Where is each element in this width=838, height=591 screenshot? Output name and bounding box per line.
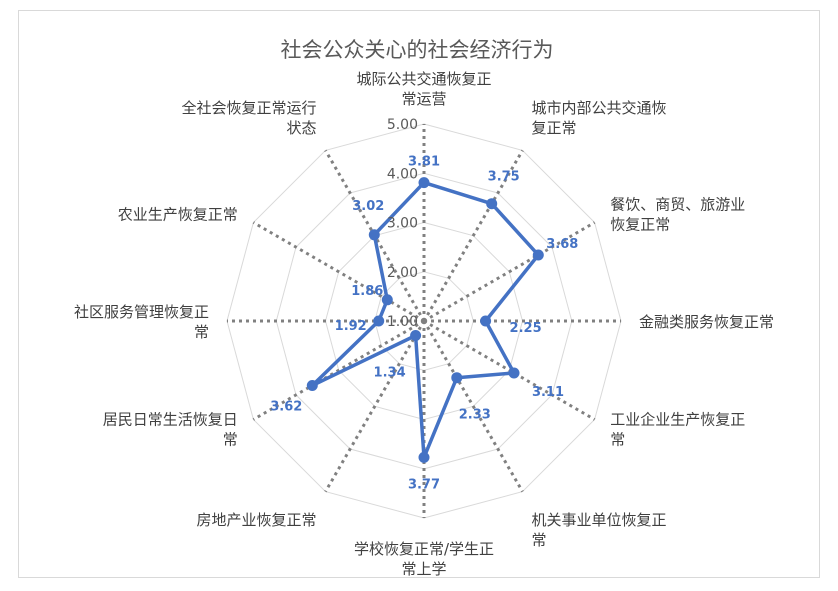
category-label-0: 城际公共交通恢复正常运营	[356, 70, 491, 108]
data-label-9: 1.92	[335, 319, 367, 334]
data-label-4: 3.11	[532, 385, 564, 400]
data-point-0	[418, 177, 430, 189]
category-label-6: 学校恢复正常/学生正常上学	[354, 540, 494, 578]
spoke-10	[252, 221, 425, 323]
radial-axis-ticks: 1.00 2.00 3.00 4.00 5.00	[387, 117, 418, 330]
category-label-2: 餐饮、商贸、旅游业恢复正常	[610, 196, 745, 234]
data-point-2	[532, 249, 544, 261]
spoke-8	[252, 319, 425, 421]
tick-label-1: 2.00	[387, 265, 418, 281]
category-labels: 城际公共交通恢复正常运营城市内部公共交通恢复正常餐饮、商贸、旅游业恢复正常金融类…	[74, 70, 774, 578]
category-label-5: 机关事业单位恢复正常	[532, 511, 667, 549]
chart-area: 社会公众关心的社会经济行为 1.00 2.00 3.00 4.00 5.00 城际公共交…	[18, 10, 820, 578]
data-label-8: 3.62	[270, 400, 302, 415]
tick-label-2: 3.00	[387, 216, 418, 232]
category-label-1: 城市内部公共交通恢复正常	[532, 99, 667, 137]
data-point-11	[368, 229, 380, 241]
category-label-10: 农业生产恢复正常	[118, 206, 238, 224]
spoke-7	[324, 320, 426, 493]
data-label-10: 1.86	[351, 284, 383, 299]
spoke-1	[422, 149, 524, 322]
category-label-9: 社区服务管理恢复正常	[74, 303, 209, 341]
data-label-3: 2.25	[510, 321, 542, 336]
data-label-7: 1.34	[374, 366, 406, 381]
data-label-5: 2.33	[459, 408, 491, 423]
data-point-3	[480, 315, 492, 327]
tick-label-0: 1.00	[387, 314, 418, 330]
data-point-9	[373, 315, 385, 327]
data-label-0: 3.81	[408, 155, 440, 170]
data-point-1	[486, 198, 498, 210]
data-point-8	[306, 380, 318, 391]
data-label-1: 3.75	[488, 170, 520, 185]
chart-title: 社会公众关心的社会经济行为	[281, 38, 554, 62]
category-label-8: 居民日常生活恢复日常	[103, 411, 238, 449]
spoke-2	[423, 221, 596, 323]
data-point-4	[508, 367, 520, 379]
tick-label-3: 4.00	[387, 166, 418, 182]
category-label-7: 房地产业恢复正常	[196, 511, 316, 529]
data-label-2: 3.68	[546, 237, 578, 252]
category-label-11: 全社会恢复正常运行状态	[181, 99, 316, 137]
radar-series	[306, 177, 544, 463]
spoke-5	[422, 320, 524, 493]
data-point-10	[381, 294, 393, 306]
data-point-6	[418, 451, 430, 463]
radar-chart: 社会公众关心的社会经济行为 1.00 2.00 3.00 4.00 5.00 城际公共交…	[74, 38, 774, 578]
category-label-4: 工业企业生产恢复正常	[610, 411, 745, 449]
data-label-6: 3.77	[408, 477, 440, 492]
category-label-3: 金融类服务恢复正常	[639, 313, 774, 331]
data-label-11: 3.02	[352, 199, 384, 214]
data-point-7	[410, 330, 422, 341]
data-labels: 3.81 3.75 3.68 2.25 3.11 2.33 3.77 1.34 3.62 1.92…	[270, 155, 578, 493]
tick-label-4: 5.00	[387, 117, 418, 133]
data-point-5	[451, 372, 463, 384]
